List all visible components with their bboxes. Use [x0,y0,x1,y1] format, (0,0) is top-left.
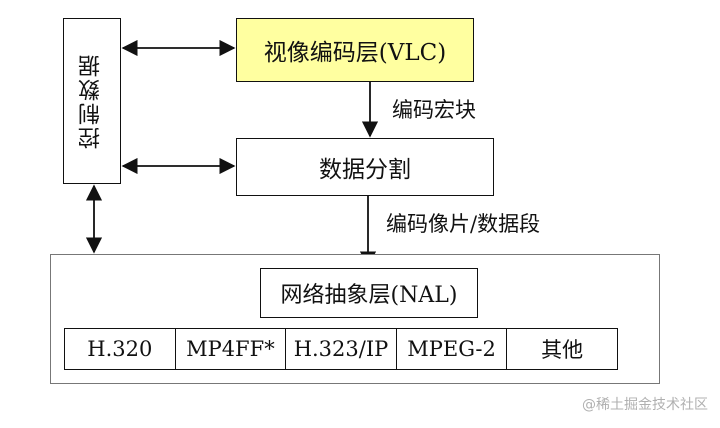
data-partition-label: 数据分割 [319,157,411,183]
protocol-row: H.320 MP4FF* H.323/IP MPEG-2 其他 [64,328,618,370]
protocol-cell: H.323/IP [285,329,396,369]
vlc-layer-label: 视像编码层(VLC) [263,40,447,66]
protocol-cell: MP4FF* [174,329,286,369]
edge-label-macroblock: 编码宏块 [392,98,476,122]
protocol-cell: MPEG-2 [395,329,507,369]
data-partition-box: 数据分割 [236,138,494,196]
protocol-cell: H.320 [87,337,153,361]
watermark: @稀土掘金技术社区 [582,397,708,413]
nal-layer-box: 网络抽象层(NAL) [260,268,478,318]
control-data-label: 控制数据 [79,53,104,149]
control-data-box: 控制数据 [63,18,121,184]
edge-label-slice: 编码像片/数据段 [386,212,541,236]
nal-layer-label: 网络抽象层(NAL) [280,283,458,308]
protocol-cell: 其他 [506,329,617,369]
vlc-layer-box: 视像编码层(VLC) [236,18,474,82]
